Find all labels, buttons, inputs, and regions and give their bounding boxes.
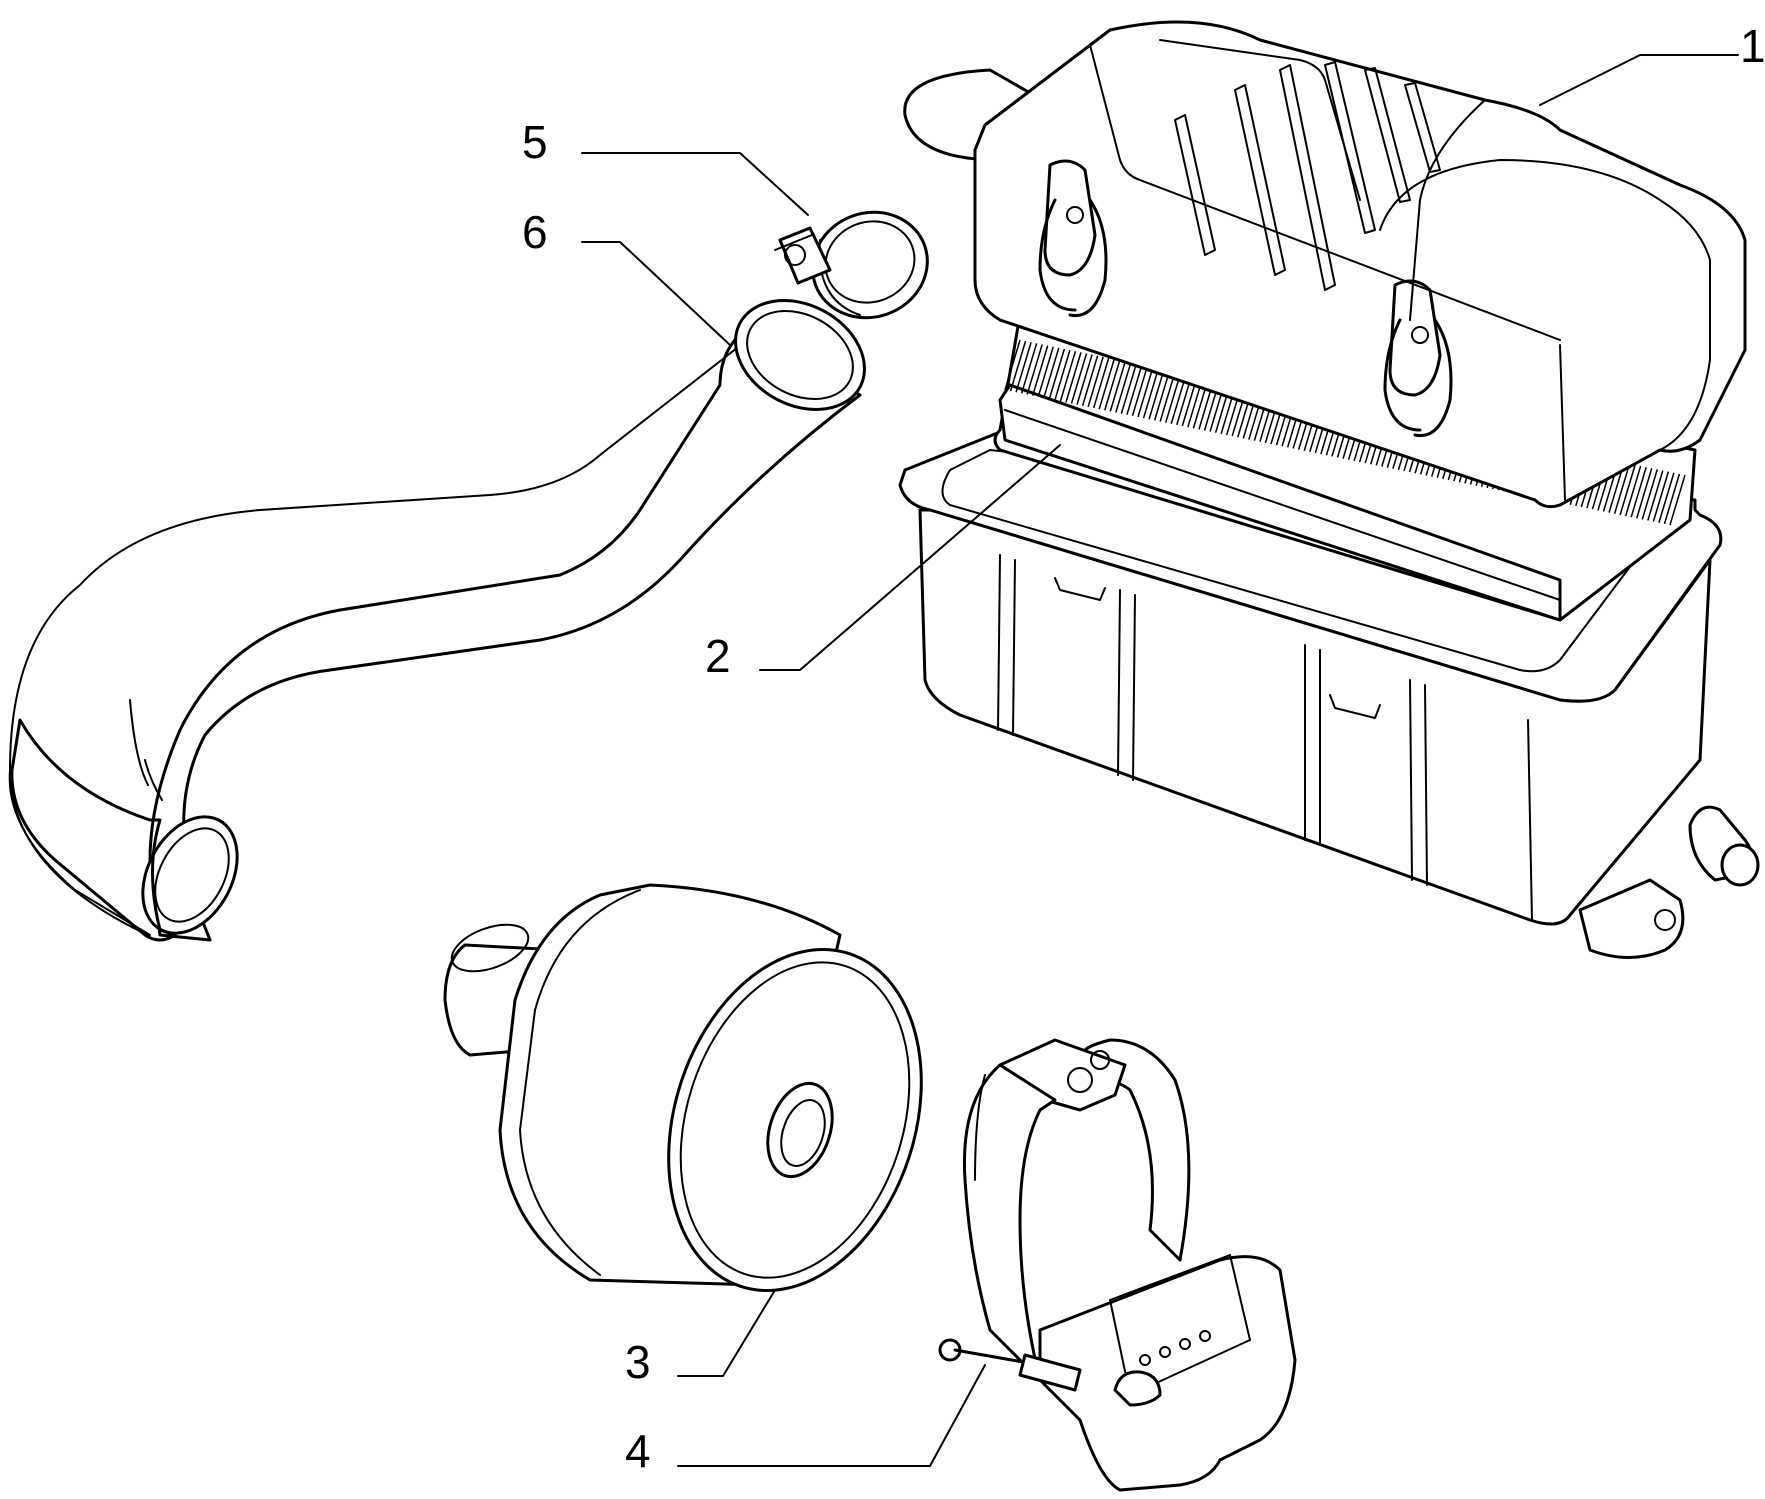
filter-pleat — [1641, 469, 1659, 520]
filter-pleat — [1115, 362, 1132, 413]
air-filter-cover — [903, 20, 1747, 509]
callout-4: 4 — [625, 1425, 651, 1477]
filter-pleat — [1636, 468, 1653, 519]
filter-pleat — [1070, 353, 1088, 404]
callout-2: 2 — [705, 630, 731, 682]
leader-line-1 — [1539, 54, 1739, 106]
filter-pleat — [1015, 342, 1032, 393]
filter-pleat — [1104, 360, 1121, 411]
filter-pleat — [1098, 358, 1115, 410]
filter-pleat — [1004, 339, 1021, 391]
filter-pleat — [1131, 365, 1149, 417]
filter-pleat — [1120, 363, 1138, 414]
filter-pleat — [1076, 354, 1093, 405]
filter-pleat — [1663, 473, 1681, 525]
filter-pleat — [1619, 464, 1636, 516]
filter-pleat — [1081, 355, 1099, 406]
filter-pleat — [1624, 465, 1642, 517]
leader-line-5 — [581, 152, 809, 216]
filter-pleat — [1630, 466, 1647, 518]
callout-labels: 1 2 3 4 5 6 — [522, 20, 1765, 1477]
callout-leaders — [581, 54, 1739, 1467]
filter-pleat — [1043, 347, 1060, 399]
filter-pleat — [1153, 370, 1171, 421]
filter-pleat — [1126, 364, 1143, 415]
filter-pleat — [1059, 351, 1077, 402]
leader-line-3 — [677, 1289, 776, 1377]
filter-pleat — [1037, 346, 1054, 397]
resonator-bracket — [938, 1038, 1297, 1492]
intake-hose — [8, 299, 866, 942]
filter-pleat — [1652, 471, 1670, 522]
leader-line-4 — [677, 1364, 986, 1467]
filter-pleat — [1109, 361, 1127, 412]
filter-pleat — [1048, 348, 1066, 400]
callout-3: 3 — [625, 1336, 651, 1388]
filter-pleat — [1031, 345, 1049, 396]
filter-pleat — [1142, 367, 1160, 419]
leader-line-2 — [759, 444, 1061, 671]
filter-pleat — [1658, 472, 1675, 523]
callout-6: 6 — [522, 206, 548, 258]
filter-pleat — [1009, 340, 1027, 392]
filter-pleat — [1020, 343, 1038, 394]
callout-5: 5 — [522, 116, 548, 168]
leader-line-6 — [581, 241, 731, 346]
filter-pleat — [1137, 366, 1154, 418]
hose-clamp — [774, 210, 929, 320]
filter-pleat — [1092, 357, 1110, 409]
filter-pleat — [1613, 463, 1631, 514]
filter-pleat — [1159, 371, 1176, 422]
filter-pleat — [1148, 369, 1165, 420]
filter-pleat — [1087, 356, 1104, 408]
filter-pleat — [1065, 352, 1082, 403]
filter-pleat — [1669, 474, 1686, 526]
callout-1: 1 — [1740, 20, 1765, 72]
filter-pleat — [1054, 349, 1071, 401]
resonator — [443, 883, 923, 1293]
filter-pleat — [1026, 344, 1043, 395]
filter-pleat — [1647, 470, 1664, 521]
